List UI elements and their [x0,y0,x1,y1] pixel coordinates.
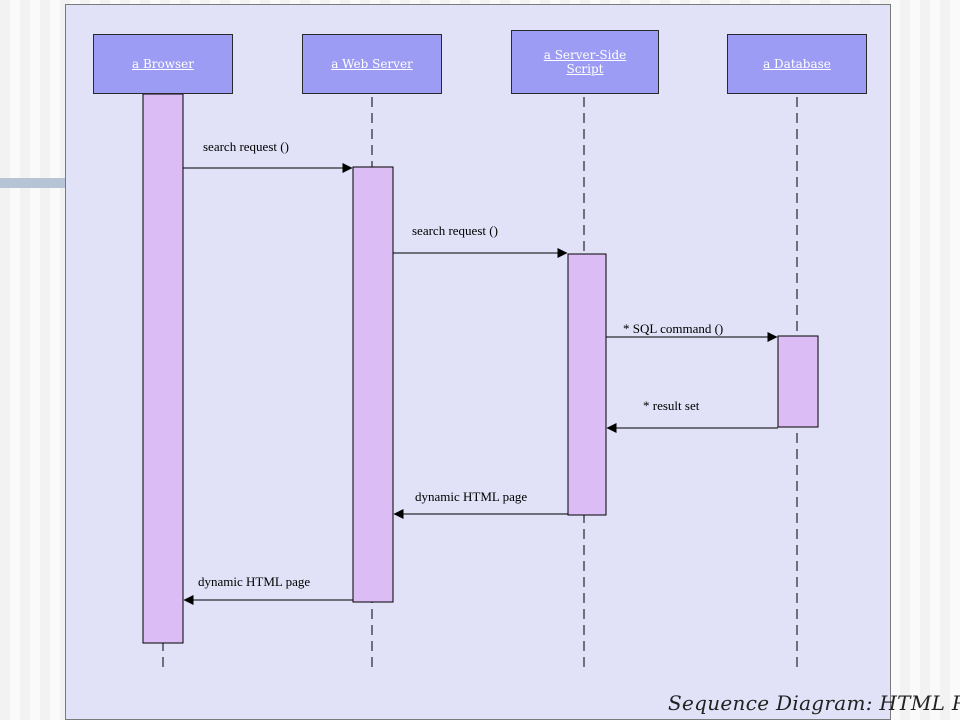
lifeline-label: a Server-Side Script [543,48,627,76]
slide-accent-bar [0,178,66,188]
lifeline-header-database: a Database [727,34,867,94]
message-label: search request () [203,139,289,154]
lifeline-label: a Browser [131,57,194,71]
message-label: dynamic HTML page [415,489,528,504]
message-label: * SQL command () [623,321,724,336]
activation-web-server [352,166,394,603]
message-label: search request () [412,223,498,238]
lifeline-label: a Database [763,57,831,71]
diagram-caption: Sequence Diagram: HTML Page [668,691,960,715]
lifeline-header-web-server: a Web Server [302,34,442,94]
message-label: * result set [643,398,700,413]
message-label: dynamic HTML page [198,574,311,589]
activation-server-script [567,253,607,516]
diagram-drawing [142,93,819,667]
activation-database [777,335,819,428]
lifeline-header-browser: a Browser [93,34,233,94]
activation-browser [142,93,184,644]
lifeline-header-server-script: a Server-Side Script [511,30,659,94]
lifeline-label: a Web Server [331,57,413,71]
diagram-canvas: a Browser a Web Server a Server-Side Scr… [65,4,960,720]
